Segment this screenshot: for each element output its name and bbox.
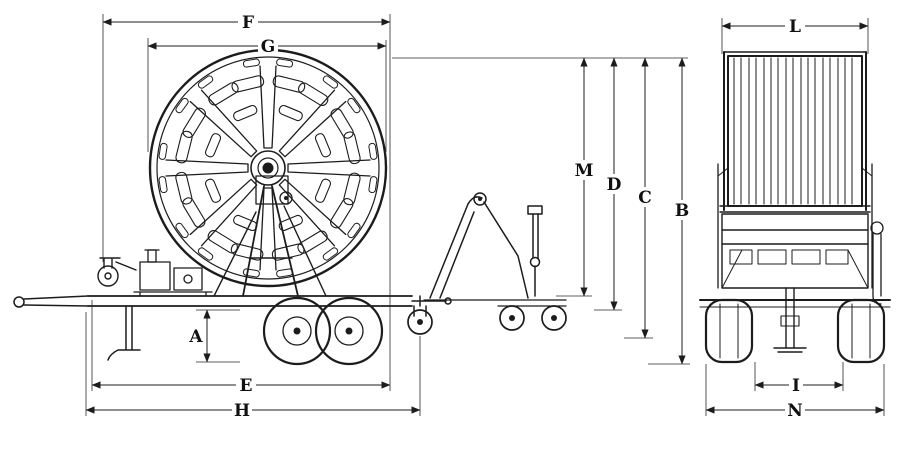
svg-text:L: L (789, 17, 801, 37)
svg-text:G: G (261, 37, 276, 57)
rear-wheel-left (704, 298, 754, 364)
cart-wheel-left (499, 305, 525, 331)
dim-label-a: A (188, 327, 203, 347)
svg-text:H: H (234, 401, 250, 421)
reel-gearbox (255, 175, 289, 205)
dim-label-d: D (604, 174, 624, 195)
trailer-chassis (13, 295, 413, 361)
reel-hub (250, 150, 286, 186)
cart-wheel-right (541, 305, 567, 331)
svg-text:F: F (242, 13, 254, 33)
hose-coils (733, 57, 853, 205)
reel-rim-inner (156, 56, 380, 280)
svg-text:B: B (675, 201, 689, 221)
rear-jack-stand (773, 287, 807, 353)
dim-label-e: E (236, 375, 256, 396)
reel-support-frame (213, 175, 327, 297)
hose-guide-wheel (97, 257, 137, 287)
jack-stand (107, 305, 141, 361)
dim-label-c: C (635, 187, 655, 208)
svg-text:E: E (240, 376, 253, 396)
svg-text:N: N (787, 401, 803, 421)
cart-caster-wheel (407, 309, 433, 335)
hose-reel (139, 39, 397, 297)
rear-drum (719, 51, 871, 213)
dimensions: F G L M D C B (85, 12, 885, 421)
dim-label-b: B (672, 200, 692, 221)
engine-pump-unit (133, 249, 213, 297)
rear-view (699, 51, 891, 364)
dim-label-g: G (258, 36, 278, 57)
dim-label-l: L (785, 16, 805, 37)
svg-text:M: M (575, 161, 594, 181)
rear-wheels (704, 298, 886, 364)
trailer-wheels (262, 296, 384, 366)
dim-label-m: M (574, 160, 594, 181)
dim-label-n: N (785, 400, 805, 421)
dim-label-h: H (232, 400, 252, 421)
svg-text:C: C (638, 188, 652, 208)
svg-text:I: I (792, 376, 800, 396)
svg-text:A: A (188, 327, 203, 347)
dim-label-i: I (789, 375, 803, 396)
hitch-ring (13, 296, 25, 308)
side-view (13, 39, 567, 366)
rear-wheel-right (836, 298, 886, 364)
gun-riser (532, 213, 539, 259)
dim-label-f: F (238, 12, 258, 33)
sprinkler-cart (407, 192, 567, 335)
rear-plumbing (870, 221, 884, 305)
svg-text:D: D (607, 175, 622, 195)
cart-pulley (473, 192, 487, 206)
dimension-labels: F G L M D C B (188, 12, 805, 421)
